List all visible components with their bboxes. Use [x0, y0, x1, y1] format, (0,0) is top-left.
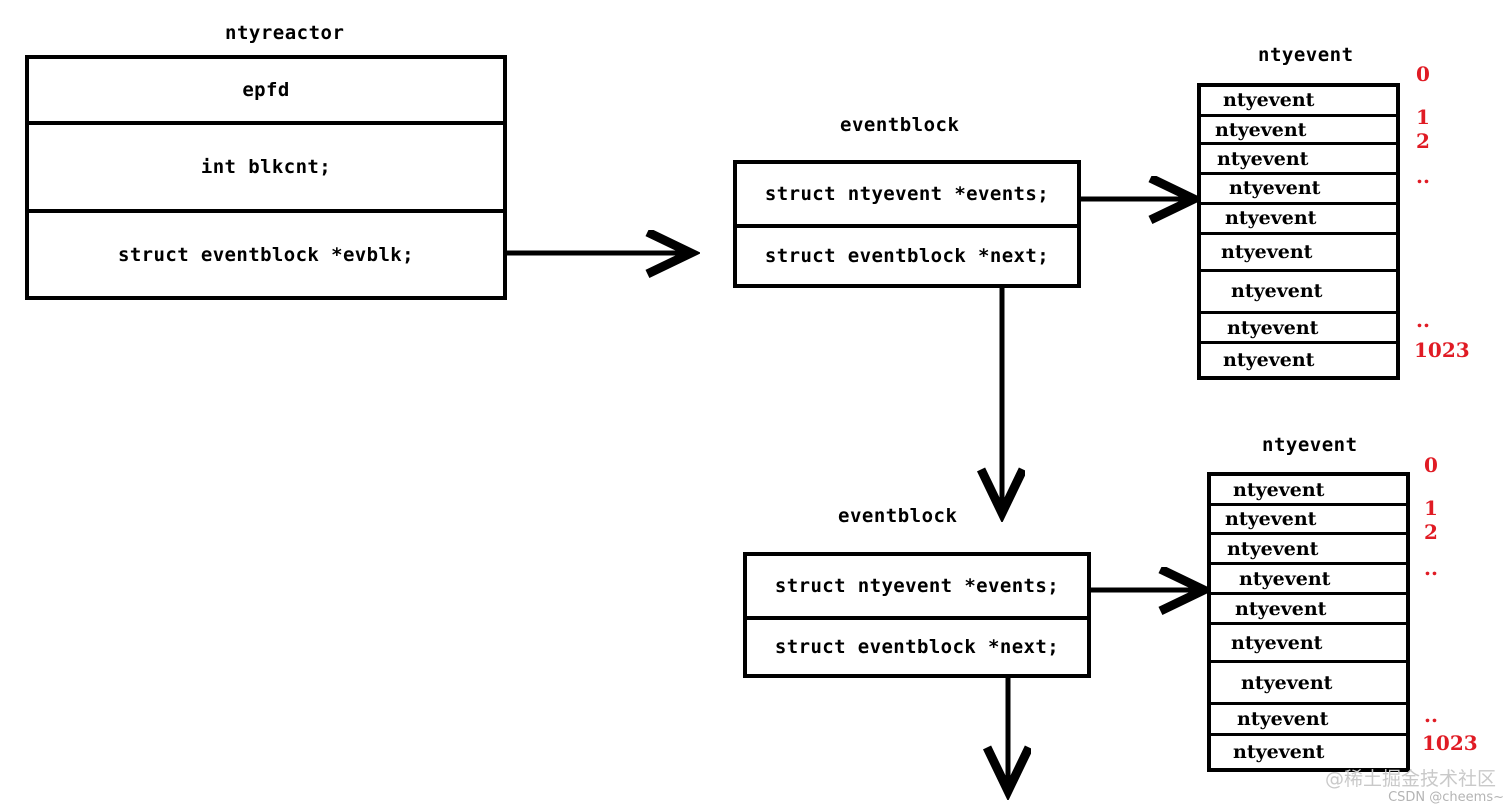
- array-row: ntyevent: [1211, 506, 1406, 535]
- watermark-community: @稀土掘金技术社区: [1324, 768, 1496, 790]
- array-2-index-1023: 1023: [1422, 731, 1478, 755]
- eventblock-2-caption: eventblock: [838, 505, 958, 527]
- reactor-caption: ntyreactor: [225, 22, 345, 44]
- array-1-index-ellipsis-bottom: ..: [1416, 308, 1430, 332]
- reactor-field-evblk: struct eventblock *evblk;: [29, 209, 503, 296]
- reactor-field-blkcnt: int blkcnt;: [29, 121, 503, 209]
- array-row: ntyevent: [1211, 705, 1406, 736]
- array-row: ntyevent: [1201, 87, 1396, 117]
- array-row: ntyevent: [1211, 565, 1406, 595]
- eventblock-1-field-next: struct eventblock *next;: [737, 224, 1077, 284]
- array-1-index-ellipsis-top: ..: [1416, 164, 1430, 188]
- ntyreactor-struct-box: epfd int blkcnt; struct eventblock *evbl…: [25, 55, 507, 300]
- array-2-caption: ntyevent: [1262, 434, 1358, 456]
- array-row: ntyevent: [1201, 204, 1396, 235]
- array-row: ntyevent: [1211, 663, 1406, 705]
- eventblock-1-caption: eventblock: [840, 114, 960, 136]
- array-1-caption: ntyevent: [1258, 44, 1354, 66]
- array-row: ntyevent: [1201, 116, 1396, 146]
- array-2-index-1: 1: [1424, 496, 1438, 520]
- eventblock-1-field-events: struct ntyevent *events;: [737, 164, 1077, 224]
- array-1-index-0: 0: [1416, 62, 1430, 86]
- eventblock-1-struct-box: struct ntyevent *events; struct eventblo…: [733, 160, 1081, 288]
- eventblock-2-struct-box: struct ntyevent *events; struct eventblo…: [743, 552, 1091, 678]
- array-2-index-ellipsis-top: ..: [1424, 556, 1438, 580]
- array-row: ntyevent: [1211, 476, 1406, 506]
- ntyevent-array-2: ntyevent ntyevent ntyevent ntyevent ntye…: [1207, 472, 1410, 772]
- ntyevent-array-1: ntyevent ntyevent ntyevent ntyevent ntye…: [1197, 83, 1400, 380]
- eventblock-2-field-events: struct ntyevent *events;: [747, 556, 1087, 616]
- array-row: ntyevent: [1201, 234, 1396, 273]
- array-2-index-0: 0: [1424, 453, 1438, 477]
- array-1-index-2: 2: [1416, 129, 1430, 153]
- eventblock-2-field-next: struct eventblock *next;: [747, 616, 1087, 674]
- watermark-csdn: CSDN @cheems~: [1388, 790, 1504, 805]
- array-row: ntyevent: [1201, 313, 1396, 345]
- array-2-index-ellipsis-bottom: ..: [1424, 703, 1438, 727]
- array-row: ntyevent: [1211, 736, 1406, 768]
- array-row: ntyevent: [1211, 595, 1406, 625]
- reactor-field-epfd: epfd: [29, 59, 503, 121]
- array-row: ntyevent: [1201, 145, 1396, 176]
- array-2-index-2: 2: [1424, 520, 1438, 544]
- array-row: ntyevent: [1211, 625, 1406, 663]
- array-1-index-1: 1: [1416, 105, 1430, 129]
- array-row: ntyevent: [1201, 344, 1396, 377]
- array-row: ntyevent: [1201, 175, 1396, 205]
- array-1-index-1023: 1023: [1414, 338, 1470, 362]
- array-row: ntyevent: [1201, 272, 1396, 314]
- array-row: ntyevent: [1211, 535, 1406, 565]
